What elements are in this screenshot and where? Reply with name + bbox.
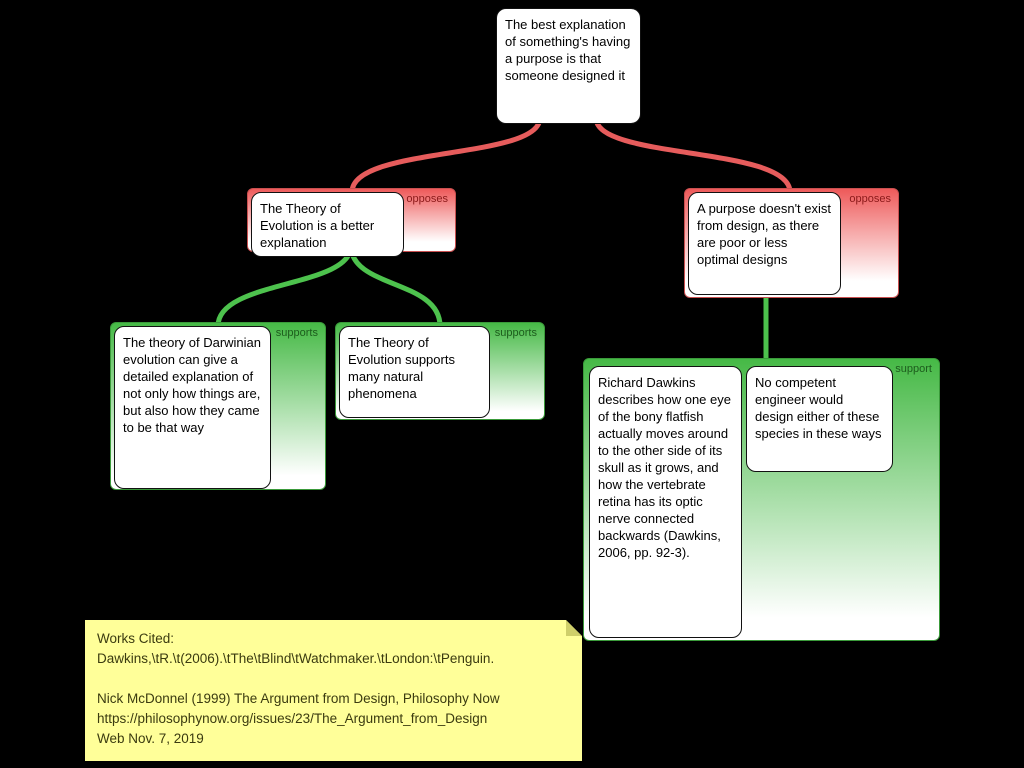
connector-oppose-left-to-support-b: [348, 243, 443, 329]
note-line: Web Nov. 7, 2019: [97, 731, 204, 746]
note-line: Nick McDonnel (1999) The Argument from D…: [97, 691, 500, 706]
support-right-reason-dawkins[interactable]: Richard Dawkins describes how one eye of…: [589, 366, 742, 638]
oppose-node-purpose[interactable]: opposes A purpose doesn't exist from des…: [684, 188, 899, 298]
support-left-b-claim-text[interactable]: The Theory of Evolution supports many na…: [339, 326, 490, 418]
oppose-node-evolution[interactable]: opposes The Theory of Evolution is a bet…: [247, 188, 456, 257]
support-right-reason-engineer[interactable]: No competent engineer would design eithe…: [746, 366, 893, 472]
support-node-phenomena[interactable]: supports The Theory of Evolution support…: [335, 322, 545, 420]
connector-root-to-oppose-right: [593, 115, 793, 195]
works-cited-note[interactable]: Works Cited: Dawkins,\tR.\t(2006).\tThe\…: [85, 620, 582, 761]
oppose-left-relation-label: opposes: [406, 193, 448, 205]
oppose-left-claim-text[interactable]: The Theory of Evolution is a better expl…: [251, 192, 404, 257]
oppose-right-claim-text[interactable]: A purpose doesn't exist from design, as …: [688, 192, 841, 295]
support-left-a-relation-label: supports: [275, 327, 318, 339]
note-line: Dawkins,\tR.\t(2006).\tThe\tBlind\tWatch…: [97, 651, 495, 666]
support-node-darwinian[interactable]: supports The theory of Darwinian evoluti…: [110, 322, 326, 490]
note-line: https://philosophynow.org/issues/23/The_…: [97, 711, 488, 726]
oppose-right-relation-label: opposes: [849, 193, 891, 205]
note-line: [97, 669, 570, 689]
claim-root[interactable]: The best explanation of something's havi…: [496, 8, 641, 124]
connector-root-to-oppose-left: [349, 115, 543, 195]
support-left-b-relation-label: supports: [494, 327, 537, 339]
support-group-dawkins[interactable]: support Richard Dawkins describes how on…: [583, 358, 940, 641]
note-line: Works Cited:: [97, 631, 175, 646]
support-right-relation-label: support: [895, 363, 932, 375]
connector-oppose-left-to-support-a: [215, 243, 354, 329]
support-left-a-claim-text[interactable]: The theory of Darwinian evolution can gi…: [114, 326, 271, 489]
